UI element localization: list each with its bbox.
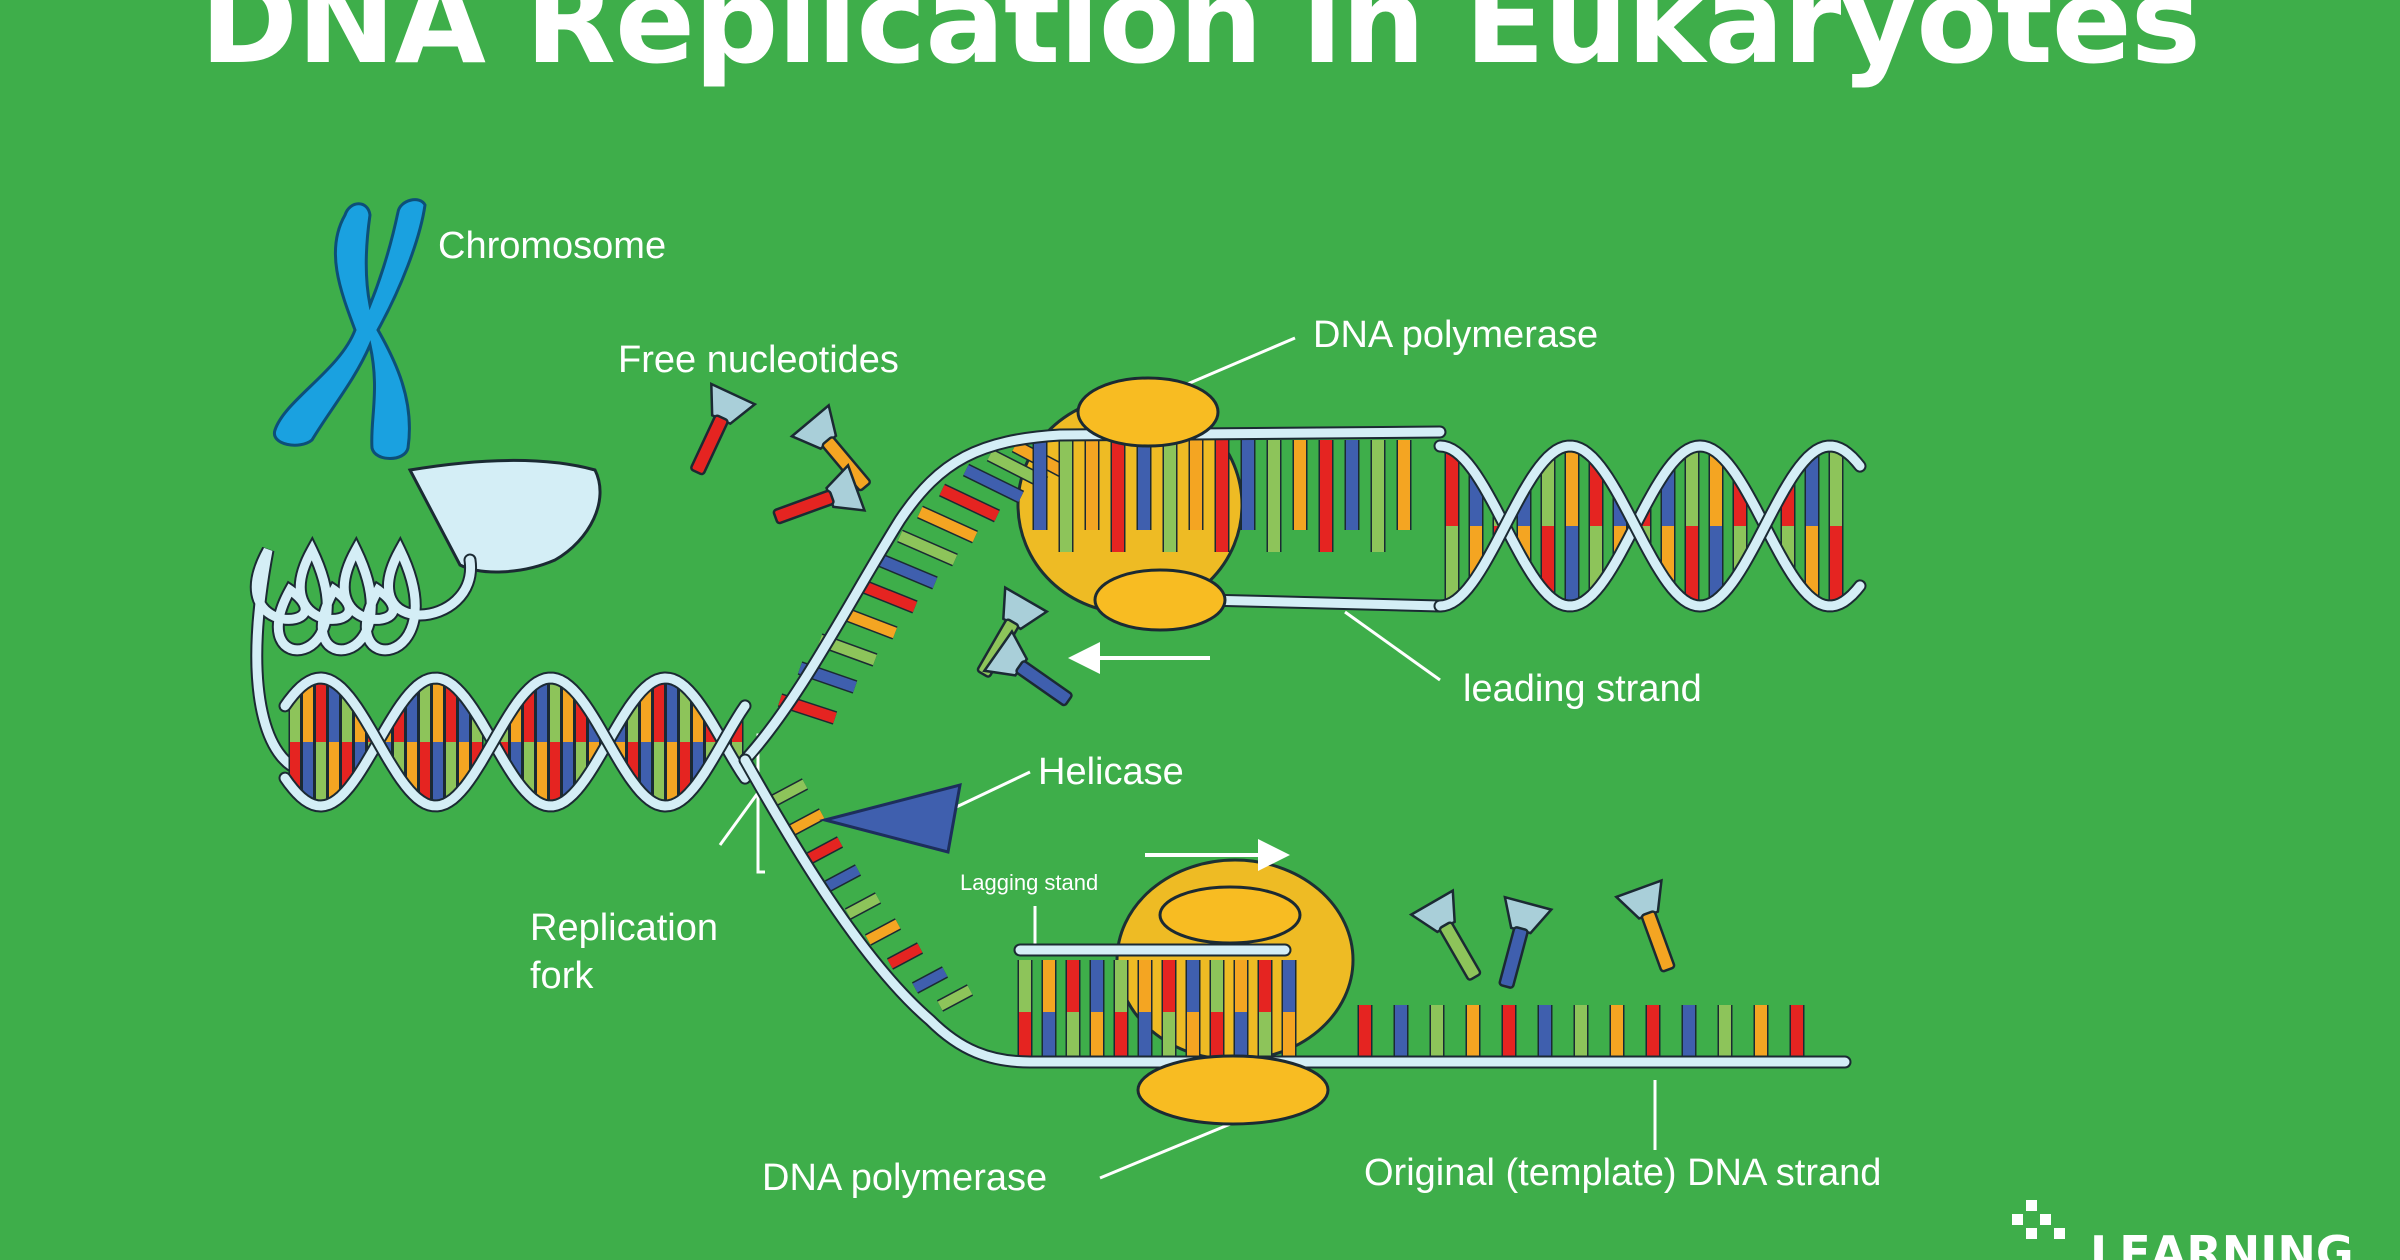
label-leading-strand: leading strand bbox=[1463, 668, 1702, 710]
nucleotide-base bbox=[1640, 910, 1676, 973]
base-upper-arm bbox=[897, 530, 958, 566]
label-replication-fork-line1: Replication bbox=[530, 907, 718, 949]
base-lower-arm bbox=[912, 967, 948, 993]
arrow-right-head bbox=[1258, 839, 1290, 871]
logo-pixel bbox=[2026, 1228, 2037, 1239]
brand-logo-text: LEARNING bbox=[2090, 1226, 2354, 1260]
direction-arrows bbox=[1068, 642, 1290, 871]
nucleotide-sugar bbox=[825, 463, 867, 512]
dna-polymerase-top-foot bbox=[1093, 568, 1227, 632]
base-lower-arm bbox=[865, 919, 901, 945]
leader-line bbox=[1344, 610, 1441, 682]
label-lagging-strand: Lagging stand bbox=[960, 870, 1099, 895]
nucleotide-base bbox=[1498, 926, 1529, 989]
logo-pixel bbox=[2054, 1228, 2065, 1239]
learning-logo-icon bbox=[2012, 1200, 2065, 1239]
label-replication-fork-line2: fork bbox=[530, 955, 594, 997]
leader-line bbox=[1099, 1118, 1241, 1180]
dna-polymerase-bottom-cap bbox=[1158, 885, 1302, 945]
label-template-strand: Original (template) DNA strand bbox=[1364, 1152, 1882, 1194]
free-nucleotide bbox=[690, 381, 758, 476]
dna-polymerase-bottom-foot bbox=[1136, 1054, 1330, 1126]
base-lower-arm bbox=[845, 893, 881, 919]
base-lower-arm bbox=[772, 779, 808, 805]
base-upper-arm bbox=[963, 465, 1024, 502]
base-upper-arm bbox=[917, 506, 978, 543]
free-nucleotide bbox=[789, 403, 871, 492]
free-nucleotide bbox=[1614, 878, 1676, 973]
label-dna-polymerase-bottom: DNA polymerase bbox=[762, 1157, 1048, 1199]
free-nucleotide bbox=[772, 463, 867, 525]
chromatin-loop bbox=[251, 540, 475, 775]
label-helicase: Helicase bbox=[1038, 751, 1184, 793]
nucleotide-base bbox=[1015, 660, 1073, 707]
base-upper-arm bbox=[857, 579, 918, 613]
daughter-strand-b bbox=[1435, 441, 1865, 611]
arrow-left-head bbox=[1068, 642, 1100, 674]
upper-parent-strand bbox=[740, 427, 1445, 765]
chromatin-tail bbox=[407, 459, 602, 574]
base-lower-arm bbox=[807, 837, 843, 863]
leader-line bbox=[718, 789, 762, 846]
base-upper-arm bbox=[877, 554, 938, 589]
nucleotide-sugar bbox=[1503, 895, 1554, 935]
helicase-icon bbox=[819, 782, 962, 854]
nucleotide-base bbox=[690, 414, 729, 476]
helix-strand-a bbox=[280, 673, 750, 811]
dna-polymerase-top-cap bbox=[1076, 376, 1220, 448]
base-pairs bbox=[288, 439, 1844, 1058]
nucleotide-sugar bbox=[982, 629, 1029, 677]
nucleotide-sugar bbox=[710, 381, 758, 426]
arrow-right-icon bbox=[1145, 839, 1290, 871]
free-nucleotides-group bbox=[690, 381, 1676, 989]
logo-pixel bbox=[2026, 1200, 2037, 1211]
base-upper-arm bbox=[939, 485, 1000, 521]
daughter-strand-a bbox=[1435, 441, 1865, 611]
chromosome-body bbox=[273, 198, 427, 460]
nucleotide-base bbox=[772, 489, 835, 525]
chromatin-coil bbox=[249, 459, 602, 777]
page-title: DNA Replication in Eukaryotes bbox=[199, 0, 2201, 90]
free-nucleotide bbox=[976, 585, 1050, 678]
nucleotide-base bbox=[1438, 921, 1482, 981]
logo-pixel bbox=[2040, 1214, 2051, 1225]
base-lower-arm bbox=[789, 809, 825, 835]
nucleotide-sugar bbox=[1614, 878, 1663, 920]
label-chromosome: Chromosome bbox=[438, 225, 667, 267]
label-free-nucleotides: Free nucleotides bbox=[618, 339, 899, 381]
nucleotide-sugar bbox=[1408, 888, 1456, 934]
free-nucleotide bbox=[982, 629, 1073, 707]
label-dna-polymerase-top: DNA polymerase bbox=[1313, 314, 1599, 356]
leading-new-strand bbox=[1200, 595, 1445, 611]
chromosome-icon bbox=[273, 198, 427, 460]
dna-polymerase-front-icon bbox=[1076, 376, 1330, 1126]
free-nucleotide bbox=[1408, 888, 1482, 981]
base-lower-arm bbox=[825, 865, 861, 891]
helicase-shape bbox=[819, 782, 962, 854]
logo-pixel bbox=[2012, 1214, 2023, 1225]
free-nucleotide bbox=[1498, 895, 1554, 989]
leader-line bbox=[949, 770, 1031, 812]
lower-template-strand bbox=[740, 755, 1850, 1067]
nucleotide-sugar bbox=[789, 403, 838, 451]
nucleotide-sugar bbox=[1002, 585, 1050, 631]
base-lower-arm bbox=[887, 943, 923, 969]
arrow-left-icon bbox=[1068, 642, 1210, 674]
helix-strand-b bbox=[280, 673, 750, 811]
nucleotide-base bbox=[821, 436, 871, 492]
dna-backbones bbox=[278, 425, 1867, 1069]
base-lower-arm bbox=[937, 985, 973, 1011]
